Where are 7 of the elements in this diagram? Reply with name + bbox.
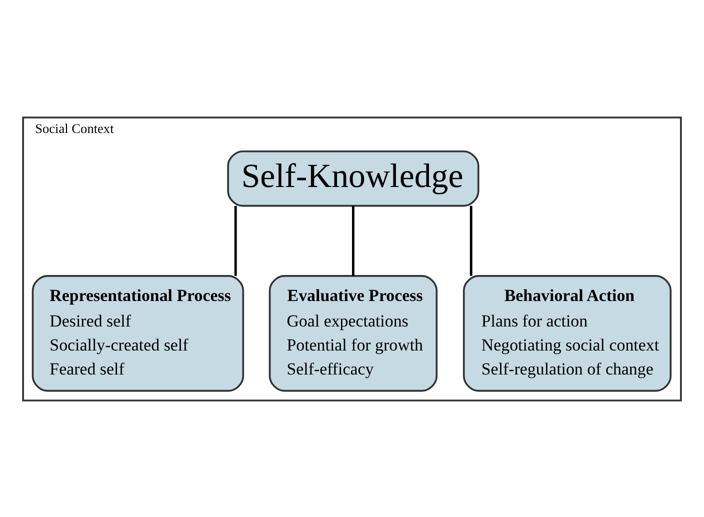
connector	[352, 205, 354, 276]
node-box: Evaluative Process Goal expectations Potential for growth Self-efficacy	[268, 274, 438, 392]
connector	[234, 205, 237, 276]
node-box: Representational Process Desired self Socially-created self Feared self	[32, 274, 244, 392]
node-box: Self-Knowledge	[227, 150, 480, 206]
node-box: Behavioral Action Plans for action Negotiating social context Self-regulation of change	[462, 274, 672, 392]
connector	[470, 205, 472, 276]
